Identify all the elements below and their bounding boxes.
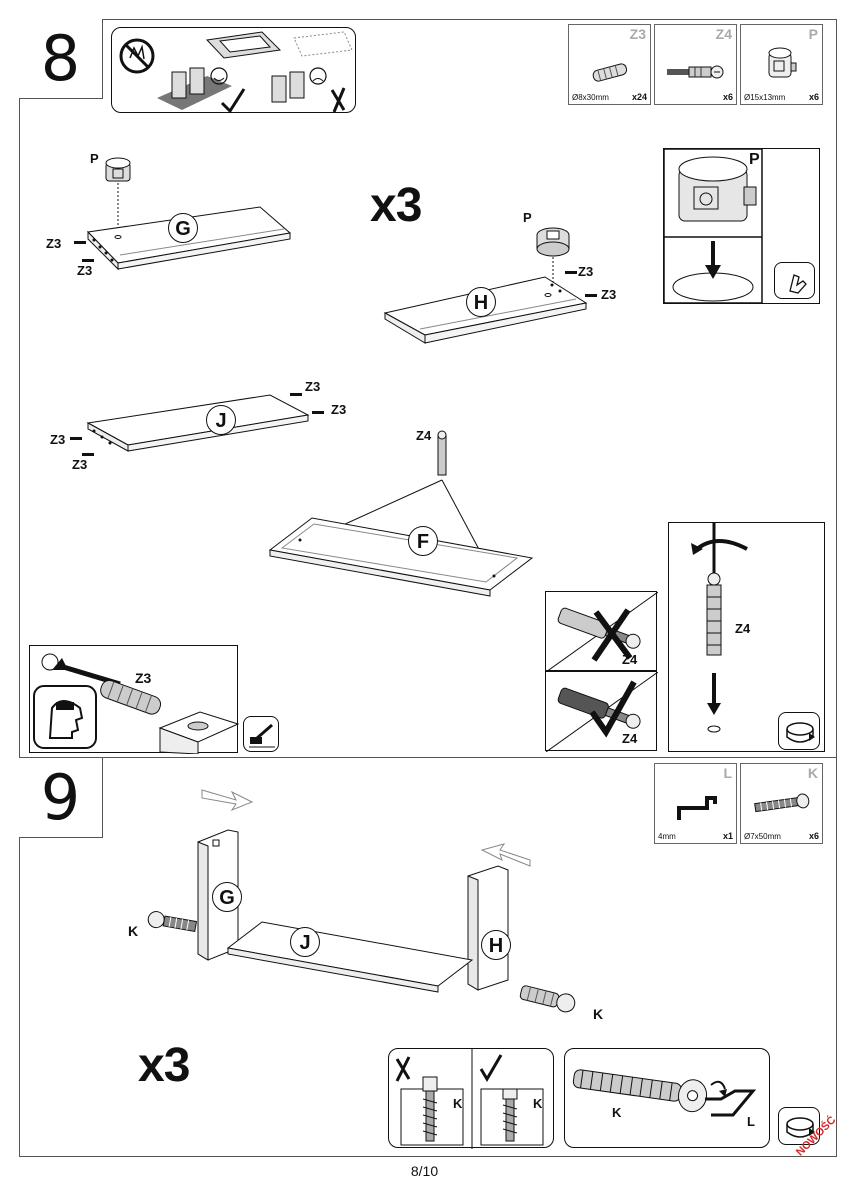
label-z3: Z3 xyxy=(50,432,66,447)
cam-bolt-icon xyxy=(667,65,724,79)
part-box-l: L 4mm x1 xyxy=(654,763,737,844)
hammer-icon xyxy=(243,716,279,752)
label-p: P xyxy=(90,151,99,166)
part-box-z3: Z3 Ø8x30mm x24 xyxy=(568,24,651,105)
label-p: P xyxy=(523,210,532,225)
k-insertion-illustration xyxy=(395,1049,544,1149)
k-allen-key-illustration xyxy=(572,1069,757,1117)
label-z3: Z3 xyxy=(72,457,88,472)
label-k: K xyxy=(128,923,139,939)
cam-lock-detail-illustration xyxy=(663,148,763,304)
label-k: K xyxy=(593,1006,604,1022)
screwdriver-twist-icon xyxy=(778,1107,820,1145)
part-quantity: x24 xyxy=(631,92,647,102)
floor-protection-hint xyxy=(111,27,356,114)
part-code: K xyxy=(807,765,818,781)
page-number: 8/10 xyxy=(410,1163,439,1179)
label-z3: Z3 xyxy=(578,264,594,279)
label-z3: Z3 xyxy=(135,670,152,686)
label-k: K xyxy=(533,1096,543,1111)
step-divider xyxy=(19,757,837,758)
instruction-sheet xyxy=(19,19,837,1157)
part-code: Z4 xyxy=(715,26,732,42)
z4-wrong-illustration xyxy=(545,591,659,673)
label-z3: Z3 xyxy=(46,236,62,251)
allen-key-icon xyxy=(677,796,717,820)
floor-protection-illustration xyxy=(119,31,353,114)
z4-correct-illustration xyxy=(545,671,659,753)
board-label-j: J xyxy=(206,405,236,435)
label-k: K xyxy=(612,1105,622,1120)
board-label-j: J xyxy=(290,927,320,957)
dowel-hammer-illustration xyxy=(33,653,240,755)
cam-lock-icon xyxy=(768,47,797,78)
part-quantity: x6 xyxy=(808,92,819,102)
part-box-p: P Ø15x13mm x6 xyxy=(740,24,823,105)
hand-tool-icon xyxy=(774,262,815,299)
part-quantity: x1 xyxy=(722,831,733,841)
part-code: Z3 xyxy=(629,26,646,42)
dowel-hammer-detail-panel xyxy=(29,645,240,755)
step-9-multiplier: x3 xyxy=(138,1039,190,1092)
label-k: K xyxy=(453,1096,463,1111)
board-label-h: H xyxy=(466,287,496,317)
label-z4: Z4 xyxy=(735,621,751,636)
part-dimension: 4mm xyxy=(658,832,676,841)
label-p: P xyxy=(749,151,760,168)
board-h-illustration xyxy=(383,227,597,344)
frame-assembly-illustration xyxy=(147,789,576,1013)
step-8-number: 8 xyxy=(19,19,103,99)
board-label-g: G xyxy=(168,213,198,243)
label-l: L xyxy=(747,1114,755,1129)
board-label-h: H xyxy=(481,930,511,960)
screwdriver-twist-icon xyxy=(778,712,820,750)
part-box-k: K Ø7x50mm x6 xyxy=(740,763,823,844)
part-code: P xyxy=(808,26,818,42)
board-label-g: G xyxy=(212,882,242,912)
label-z4: Z4 xyxy=(622,731,638,746)
step-9-number: 9 xyxy=(19,758,103,838)
part-dimension: Ø8x30mm xyxy=(572,93,609,102)
k-insertion-check-box xyxy=(388,1048,554,1149)
k-allen-key-detail-box xyxy=(564,1048,770,1148)
z4-wrong-panel xyxy=(545,591,659,673)
part-box-z4: Z4 x6 xyxy=(654,24,737,105)
part-code: L xyxy=(723,765,732,781)
part-quantity: x6 xyxy=(808,831,819,841)
part-dimension: Ø15x13mm xyxy=(744,93,786,102)
part-dimension: Ø7x50mm xyxy=(744,832,781,841)
label-z3: Z3 xyxy=(77,263,93,278)
dowel-icon xyxy=(592,63,628,82)
step-8-multiplier: x3 xyxy=(370,179,422,232)
board-f-illustration xyxy=(268,430,534,597)
board-label-f: F xyxy=(408,526,438,556)
confirmat-screw-icon xyxy=(754,793,810,813)
label-z4: Z4 xyxy=(622,652,638,667)
z4-correct-panel xyxy=(545,671,659,753)
label-z3: Z3 xyxy=(331,402,347,417)
label-z3: Z3 xyxy=(601,287,617,302)
z4-screwing-illustration xyxy=(691,523,748,733)
label-z4: Z4 xyxy=(416,428,432,443)
label-z3: Z3 xyxy=(305,379,321,394)
part-quantity: x6 xyxy=(722,92,733,102)
